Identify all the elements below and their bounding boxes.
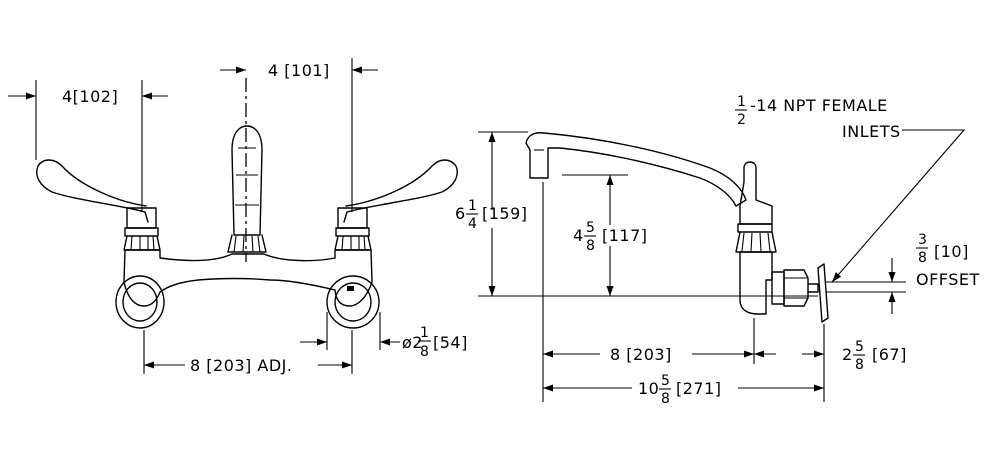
- side-lower-body: [739, 251, 773, 315]
- right-cartridge-nut: [334, 235, 372, 251]
- right-flange: [326, 275, 380, 329]
- front-view: 4[102] 4 [101] 8 [203] ADJ. ø2 1 8 [54]: [8, 58, 468, 375]
- svg-text:2: 2: [842, 345, 853, 364]
- svg-text:10: 10: [638, 379, 659, 398]
- svg-text:2: 2: [737, 112, 746, 128]
- svg-text:8: 8: [661, 391, 670, 407]
- spout-reach-dimension: 8 [203]: [610, 345, 672, 364]
- overall-height-dimension: 6 1 4 [159]: [455, 198, 528, 232]
- wall-flange-side: [817, 263, 829, 323]
- svg-text:[10]: [10]: [934, 242, 969, 261]
- spout-offset-dimension: 4 [101]: [268, 61, 330, 80]
- flange-diameter-dimension: ø2 1 8 [54]: [402, 325, 468, 360]
- handle-spread-dimension: 4[102]: [62, 87, 118, 106]
- spout-swivel-nut: [227, 234, 267, 253]
- svg-text:1: 1: [420, 325, 429, 341]
- swing-spout: [525, 132, 747, 207]
- faucet-body: [123, 249, 373, 307]
- right-wrist-handle: [343, 159, 458, 223]
- spout-clearance-dimension: 4 5 8 [117]: [573, 220, 648, 254]
- svg-text:8: 8: [420, 344, 429, 360]
- svg-text:5: 5: [661, 373, 670, 389]
- inlet-hex-nut: [783, 269, 809, 307]
- left-flange: [115, 275, 165, 329]
- svg-text:1: 1: [737, 94, 746, 110]
- center-distance-dimension: 8 [203] ADJ.: [190, 356, 292, 375]
- svg-text:OFFSET: OFFSET: [916, 270, 980, 289]
- inlet-shank: [771, 271, 785, 305]
- svg-text:INLETS: INLETS: [842, 122, 901, 141]
- svg-text:8: 8: [918, 250, 927, 266]
- svg-text:[271]: [271]: [676, 379, 722, 398]
- overall-reach-dimension: 10 5 8 [271]: [638, 373, 722, 407]
- svg-text:[159]: [159]: [482, 204, 528, 223]
- offset-dimension: 3 8 [10] OFFSET: [916, 232, 980, 289]
- outlet-mark: [347, 286, 354, 291]
- svg-text:5: 5: [855, 339, 864, 355]
- svg-text:8: 8: [855, 357, 864, 373]
- svg-text:5: 5: [586, 220, 595, 236]
- svg-text:[54]: [54]: [433, 333, 468, 352]
- svg-text:[117]: [117]: [602, 226, 648, 245]
- spout-front: [231, 125, 263, 236]
- left-cartridge-nut: [123, 235, 161, 251]
- svg-text:8: 8: [586, 238, 595, 254]
- svg-text:4: 4: [573, 226, 584, 245]
- svg-text:6: 6: [455, 204, 466, 223]
- left-wrist-handle: [36, 159, 149, 223]
- svg-text:1: 1: [468, 198, 477, 214]
- right-handle-collar: [335, 227, 370, 237]
- svg-text:4: 4: [468, 216, 477, 232]
- svg-text:-14 NPT FEMALE: -14 NPT FEMALE: [750, 96, 888, 115]
- svg-text:ø2: ø2: [402, 333, 423, 352]
- side-view: 6 1 4 [159] 4 5 8 [117] 1 2 -14 NPT FEMA…: [455, 94, 980, 407]
- left-handle-collar: [124, 227, 159, 237]
- svg-text:3: 3: [918, 232, 927, 248]
- side-body: [739, 161, 773, 225]
- body-depth-dimension: 2 5 8 [67]: [842, 339, 907, 373]
- svg-text:[67]: [67]: [872, 345, 907, 364]
- inlet-callout: 1 2 -14 NPT FEMALE INLETS: [735, 94, 966, 283]
